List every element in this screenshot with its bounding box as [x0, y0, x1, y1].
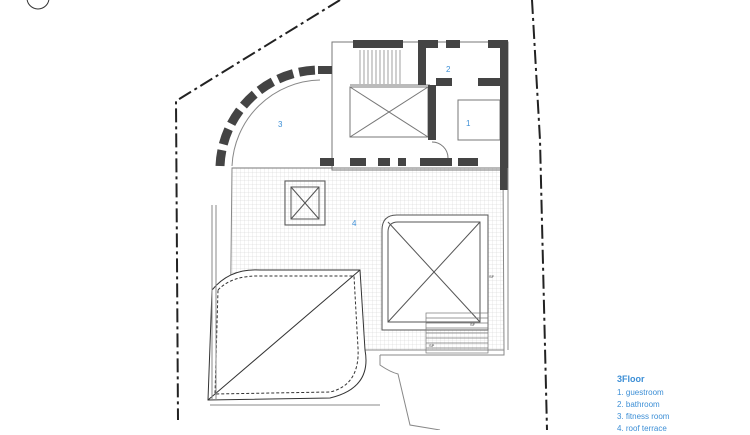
legend-item: 4. roof terrace	[617, 424, 667, 433]
stair-mark-3: SP	[429, 343, 435, 348]
lower-outline	[210, 168, 509, 430]
stair-mark-1: SF	[489, 274, 495, 279]
left-roof	[207, 269, 367, 401]
legend-title: 3Floor	[617, 374, 645, 384]
fitness-room-walls	[215, 65, 321, 167]
compass-circle	[26, 0, 50, 10]
top-stair	[359, 50, 401, 84]
room-label-4: 4	[352, 219, 357, 228]
right-roof	[381, 214, 489, 331]
stair-mark-2: SF	[470, 322, 476, 327]
interior-lines	[232, 41, 509, 171]
structural-walls	[318, 40, 508, 190]
skylight	[284, 180, 326, 226]
legend-item: 1. guestroom	[617, 388, 664, 397]
legend: 3Floor 1. guestroom 2. bathroom 3. fitne…	[617, 374, 669, 435]
room-label-3: 3	[278, 120, 283, 129]
lower-stair	[425, 312, 489, 354]
legend-item: 3. fitness room	[617, 412, 670, 421]
legend-item: 2. bathroom	[617, 400, 660, 409]
site-boundary	[174, 0, 548, 430]
room-label-2: 2	[446, 65, 451, 74]
room-label-1: 1	[466, 119, 471, 128]
